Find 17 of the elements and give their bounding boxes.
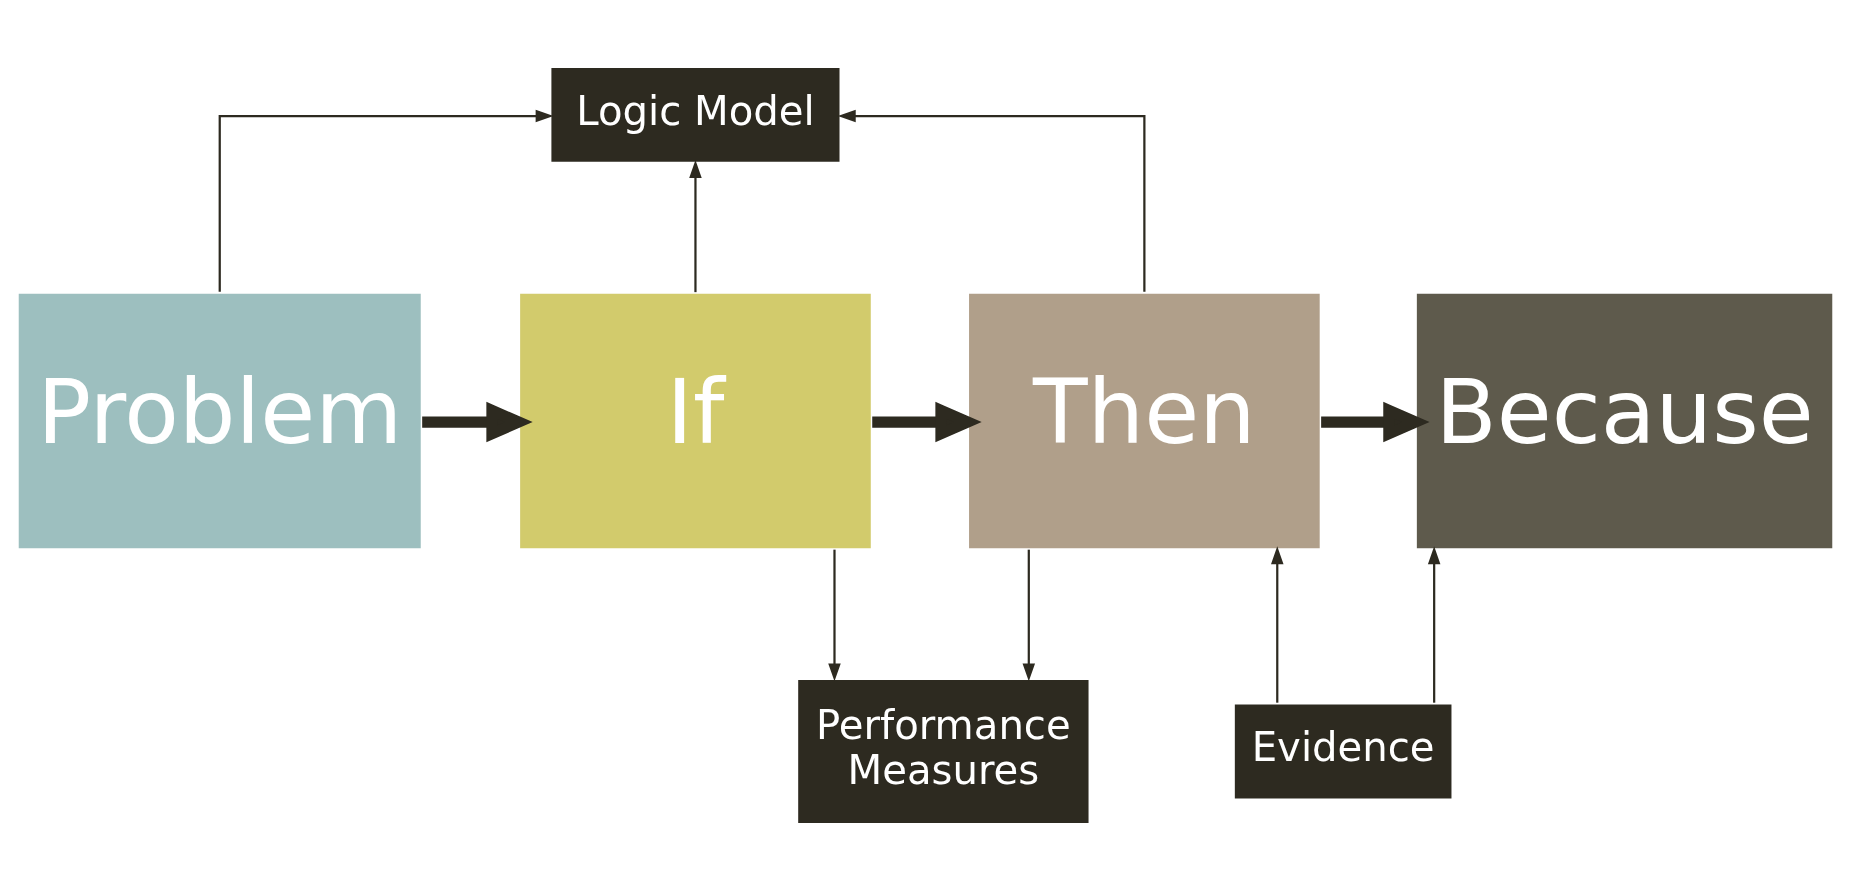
- arrow: [1022, 549, 1036, 681]
- node-box: Then: [966, 290, 1322, 550]
- arrow: [689, 159, 702, 292]
- arrow: [837, 109, 1146, 292]
- node-box: Performance Measures: [795, 677, 1091, 825]
- arrow: [872, 401, 982, 442]
- node-box: Logic Model: [549, 65, 842, 164]
- arrow: [218, 109, 554, 292]
- node-box: Problem: [16, 290, 423, 550]
- node-box: If: [517, 290, 873, 550]
- arrow: [1271, 545, 1284, 703]
- arrow: [1321, 401, 1430, 442]
- node-box: Because: [1414, 290, 1835, 550]
- arrow: [1427, 545, 1441, 703]
- arrow: [422, 401, 533, 442]
- node-box: Evidence: [1232, 701, 1454, 801]
- arrow: [828, 549, 841, 681]
